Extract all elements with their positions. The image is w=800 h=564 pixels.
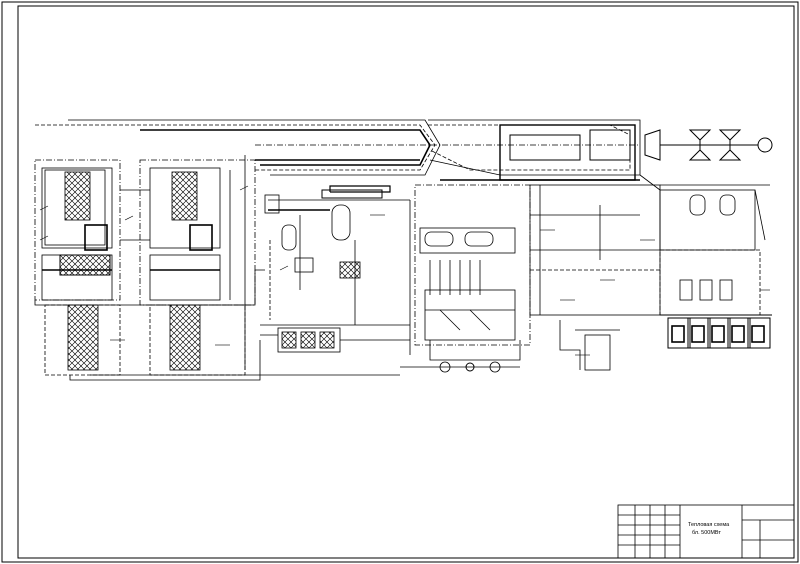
heat-exchanger-icon: [59, 254, 111, 276]
generator-icon: [757, 137, 773, 153]
condensate-pumps: [660, 314, 772, 349]
turbine-group: [499, 124, 773, 181]
annotations: [39, 185, 770, 356]
title-line-2: бл. 500МВт: [692, 530, 721, 536]
deaerator-icon: [321, 189, 383, 199]
pump-icon: [465, 362, 475, 372]
title-line-1: Тепловая схема: [688, 522, 730, 528]
lp-turbine-cylinder-icon: [688, 129, 712, 161]
title-block: [617, 504, 795, 559]
hp-turbine-cylinder-icon: [644, 129, 661, 161]
drawing-frame: [17, 5, 795, 559]
process-lines: [34, 119, 770, 381]
